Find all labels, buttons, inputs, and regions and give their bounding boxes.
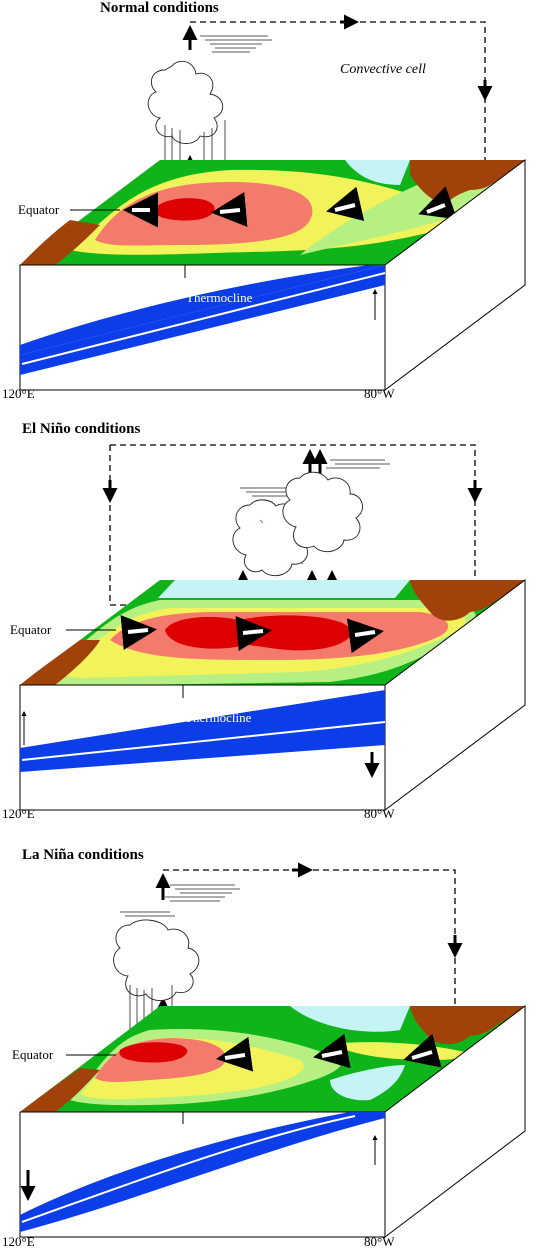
panel-el-nino: El Niño conditions xyxy=(2,421,526,821)
panel-title: La Niña conditions xyxy=(22,847,144,863)
wind-arrow-icon xyxy=(346,618,384,654)
convective-cell-loop xyxy=(189,21,486,183)
convective-cell-label: Convective cell xyxy=(340,62,426,77)
panel-title: Normal conditions xyxy=(100,0,219,16)
left-longitude-label: 120°E xyxy=(2,1234,35,1248)
thermocline-label: Thermocline xyxy=(186,290,253,305)
right-longitude-label: 80°W xyxy=(364,1234,395,1248)
panel-title: El Niño conditions xyxy=(22,421,141,437)
cloud-icon xyxy=(232,459,390,577)
thermocline-label: Thermocline xyxy=(186,1121,253,1136)
left-longitude-label: 120°E xyxy=(2,806,35,821)
thermocline-label: Thermocline xyxy=(185,710,252,725)
ocean-surface xyxy=(20,1006,525,1112)
panel-la-nina: La Niña conditions xyxy=(2,847,526,1248)
right-longitude-label: 80°W xyxy=(364,806,395,821)
wind-arrow-icon xyxy=(120,615,157,650)
cloud-icon xyxy=(113,884,240,1032)
wind-arrow-icon xyxy=(211,192,248,227)
left-longitude-label: 120°E xyxy=(2,386,35,401)
ocean-surface xyxy=(20,160,525,265)
wind-arrow-icon xyxy=(326,186,365,221)
cloud-icon xyxy=(147,35,272,172)
thermocline-layer xyxy=(20,1112,385,1232)
right-longitude-label: 80°W xyxy=(364,386,395,401)
panel-normal: Normal conditions Convective cell xyxy=(2,0,526,401)
equator-label: Equator xyxy=(10,622,52,637)
wind-arrow-icon xyxy=(403,1033,442,1068)
wind-arrow-icon xyxy=(216,1036,254,1072)
equator-label: Equator xyxy=(12,1047,54,1062)
wind-arrow-icon xyxy=(235,616,272,651)
equator-label: Equator xyxy=(18,202,60,217)
wind-arrow-icon xyxy=(418,186,458,220)
wind-arrow-icon xyxy=(313,1033,351,1069)
thermocline-layer xyxy=(20,265,386,375)
thermocline-layer xyxy=(20,690,386,772)
